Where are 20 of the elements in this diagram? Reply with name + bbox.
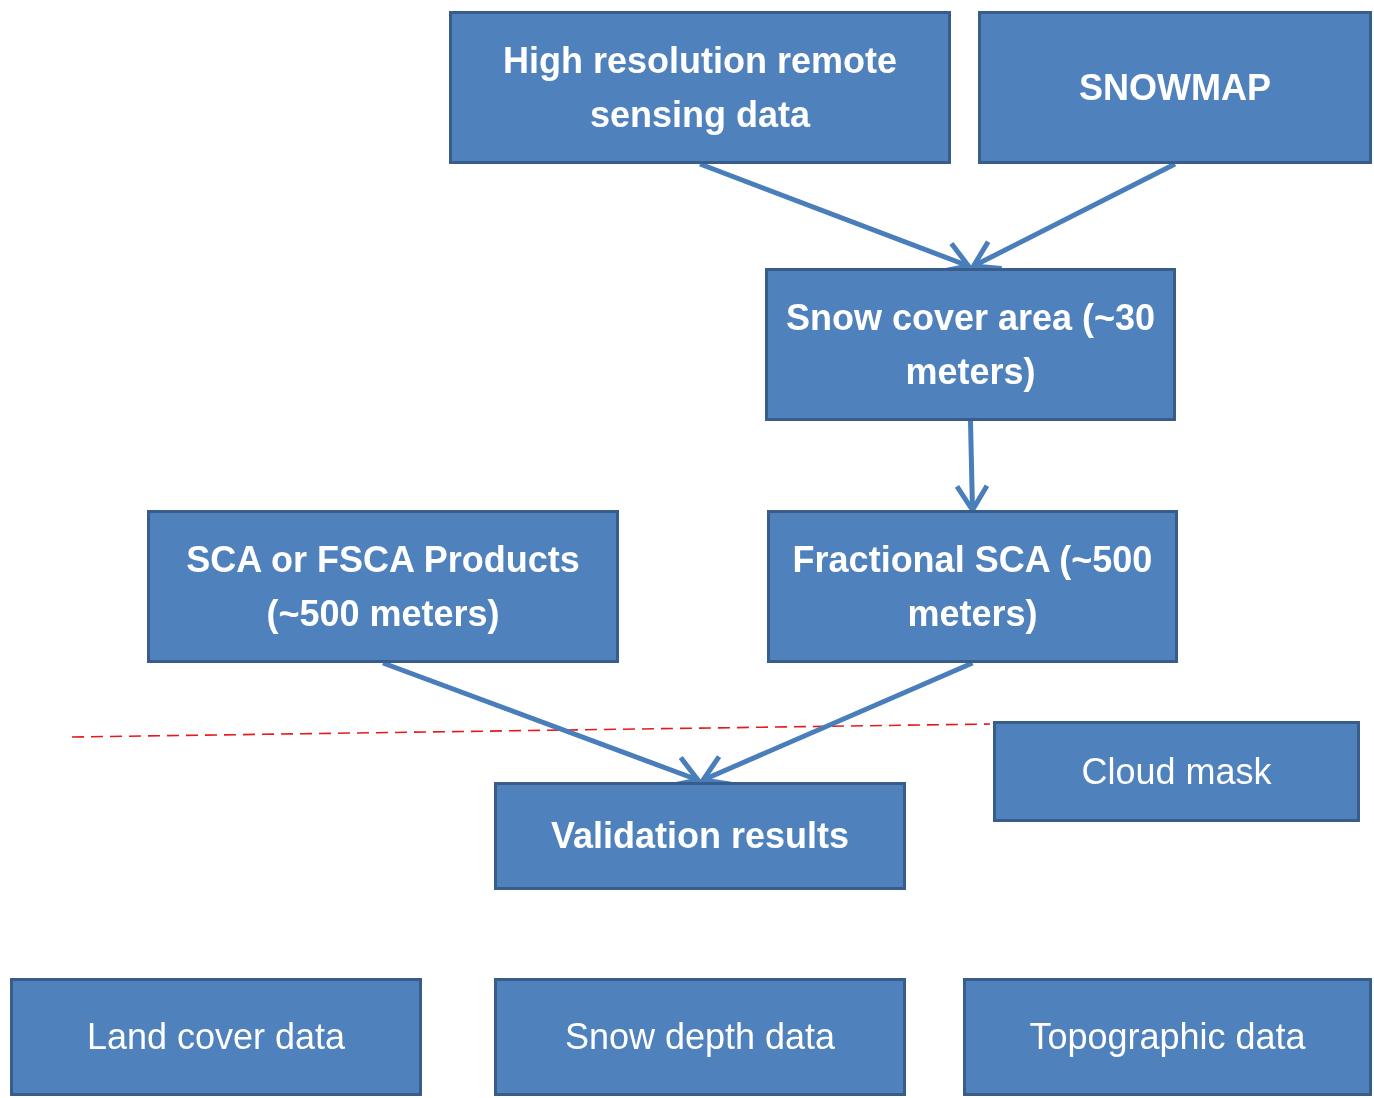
- box-label: Topographic data: [1029, 1015, 1306, 1059]
- box-label: SCA or FSCA Products (~500 meters): [185, 537, 581, 636]
- process-box: [494, 978, 906, 1096]
- box-label: Snow depth data: [564, 1015, 836, 1059]
- box-label: SNOWMAP: [1079, 65, 1271, 110]
- process-box: [978, 11, 1372, 164]
- box-label: Validation results: [550, 814, 850, 858]
- box-label: Snow cover area (~30 meters): [784, 295, 1157, 394]
- box-label: High resolution remote sensing data: [502, 38, 898, 137]
- process-box: [147, 510, 619, 663]
- process-box: [993, 721, 1360, 822]
- process-box: [494, 782, 906, 890]
- process-box: [963, 978, 1372, 1096]
- box-label: Land cover data: [86, 1015, 346, 1059]
- process-box: [10, 978, 422, 1096]
- box-label: Cloud mask: [1081, 749, 1272, 794]
- process-box: [767, 510, 1178, 663]
- process-box: [765, 268, 1176, 421]
- box-label: Fractional SCA (~500 meters): [791, 537, 1154, 636]
- process-box: [449, 11, 951, 164]
